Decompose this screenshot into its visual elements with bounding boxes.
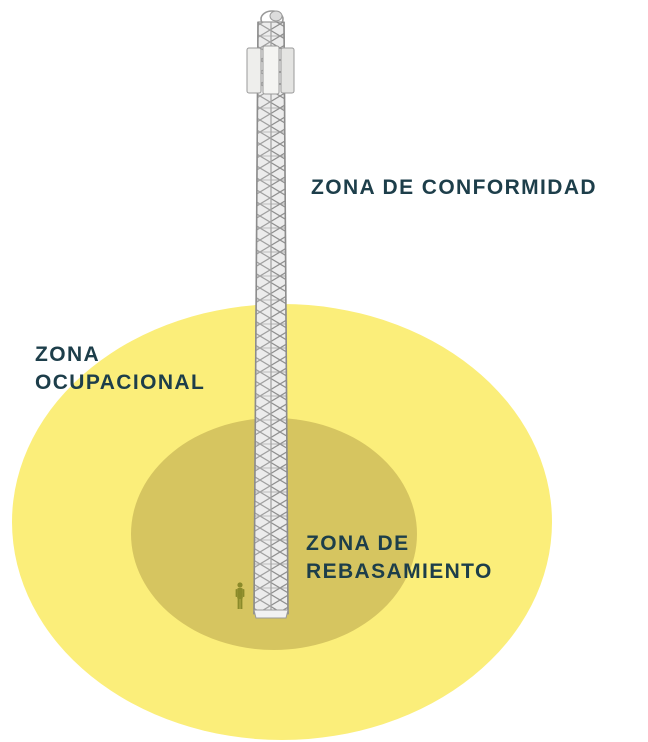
- ocupacional-zone-label-line1: ZONA: [35, 343, 101, 366]
- rebasamiento-zone-label: ZONA DE REBASAMIENTO: [306, 530, 493, 586]
- conformidad-zone-label: ZONA DE CONFORMIDAD: [311, 174, 597, 202]
- ocupacional-zone-label: ZONA OCUPACIONAL: [35, 341, 205, 397]
- antenna-panel-icon: [246, 45, 295, 95]
- ocupacional-zone-label-line2: OCUPACIONAL: [35, 371, 206, 394]
- rebasamiento-zone-label-line2: REBASAMIENTO: [306, 560, 493, 583]
- rebasamiento-zone-label-line1: ZONA DE: [306, 532, 410, 555]
- lattice-tower-icon: [253, 10, 289, 619]
- conformidad-zone-label-text: ZONA DE CONFORMIDAD: [311, 176, 597, 199]
- person-silhouette-icon: [235, 582, 245, 609]
